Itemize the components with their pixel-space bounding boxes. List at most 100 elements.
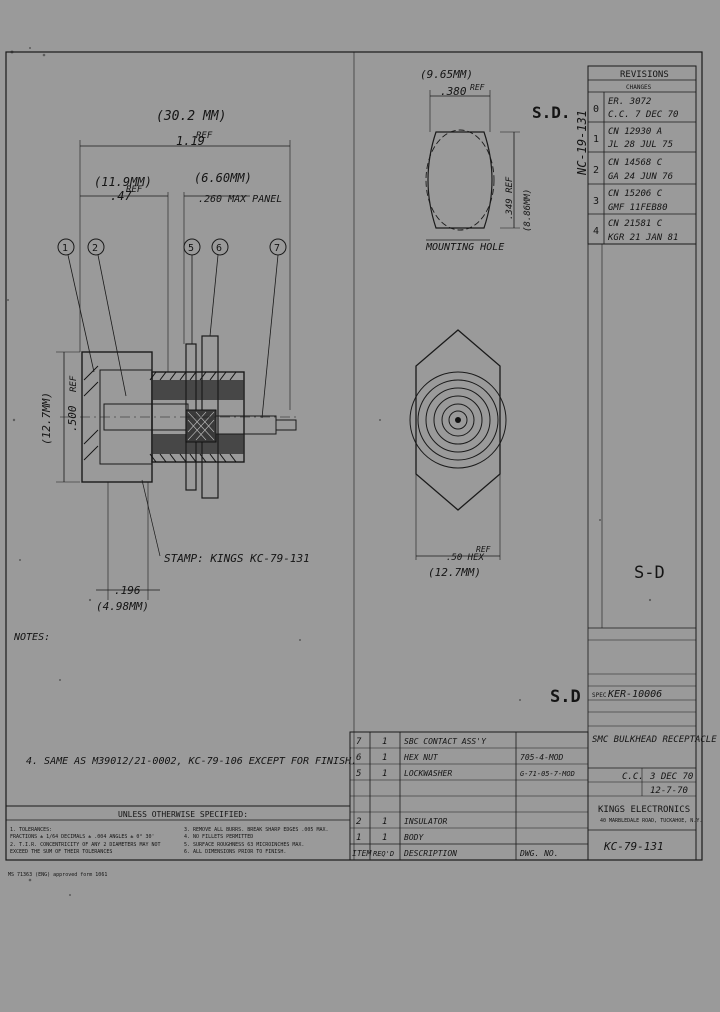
dim-bottom-mm: (4.98MM) [96, 600, 149, 613]
bom-header-qty: REQ'D [373, 850, 394, 858]
bom-qty: 1 [382, 737, 387, 747]
spec-left-line: EXCEED THE SUM OF THEIR TOLERANCES [10, 849, 112, 855]
mounting-hole-label: MOUNTING HOLE [425, 242, 504, 253]
dim-overall-ref: REF [196, 131, 213, 141]
bom-qty: 1 [382, 753, 387, 763]
notes-label: NOTES: [13, 632, 50, 643]
company-name: KINGS ELECTRONICS [598, 805, 690, 815]
balloon-5: 5 [188, 243, 194, 254]
hex-dim-ref: REF [476, 545, 491, 554]
bom-item: 5 [356, 769, 361, 779]
drawn-by: C.C. [622, 772, 644, 782]
rev-sym: 0 [593, 104, 599, 115]
spec-left-line: 1. TOLERANCES: [10, 827, 52, 833]
dim-panel-mm: (6.60MM) [194, 171, 252, 185]
bom-item: 2 [356, 817, 361, 827]
dimension-lines [56, 140, 291, 600]
rev-sym: 1 [593, 134, 599, 145]
bom-dwg: 705-4-MOD [520, 753, 564, 762]
dim-left-ref: REF [126, 185, 143, 195]
bom-item: 7 [356, 737, 362, 747]
hole-dim-in: .380 [440, 85, 467, 98]
bom-qty: 1 [382, 833, 387, 843]
rev-line: KGR 21 JAN 81 [607, 233, 678, 243]
rev-sym: 2 [593, 165, 599, 176]
vertical-note: NC-19-131 [575, 110, 589, 176]
dim-left-in: .47 [110, 189, 132, 203]
bom-desc: INSULATOR [404, 817, 448, 826]
spec-label: SPEC [592, 692, 607, 699]
bom-item: 6 [356, 753, 361, 763]
rev-line: GMF 11FEB80 [608, 203, 668, 213]
item-balloons: 1 2 5 6 7 [57, 238, 287, 419]
hole-dim-mm: (9.65MM) [420, 68, 473, 81]
revisions-title: REVISIONS [620, 70, 669, 80]
rev-line: ER. 3072 [608, 97, 651, 107]
dim-overall-in: 1.19 [176, 134, 205, 148]
rev-line: GA 24 JUN 76 [608, 172, 673, 182]
bom-qty: 1 [382, 769, 387, 779]
hex-dim-mm: (12.7MM) [428, 566, 481, 579]
bom-desc: HEX NUT [403, 753, 439, 762]
scan-speckle [7, 47, 652, 896]
rev-line: CN 12930 A [608, 127, 662, 137]
mounting-hole-view [425, 90, 520, 241]
rev-sym: 3 [593, 196, 599, 207]
dim-height-mm: (12.7MM) [40, 392, 53, 445]
dim-overall-mm: (30.2 MM) [156, 109, 226, 124]
rev-line: JL 28 JUL 75 [607, 140, 673, 150]
drawing-number: KC-79-131 [603, 840, 664, 853]
sd-mark-lower: S.D [550, 687, 581, 707]
hole-dim-ref: REF [470, 83, 485, 92]
bom-qty: 1 [382, 817, 387, 827]
approved-date: 12-7-70 [650, 786, 688, 796]
dim-height-in: .500 [66, 405, 79, 432]
spec-value: KER-10006 [607, 689, 662, 700]
stamp-note: STAMP: KINGS KC-79-131 [164, 552, 310, 565]
hole-flat-mm: (8.86MM) [523, 189, 533, 232]
revisions-header: CHANGES [626, 84, 652, 91]
balloon-2: 2 [92, 243, 98, 254]
bom-desc: SBC CONTACT ASS'Y [404, 737, 487, 746]
rev-line: CN 21581 C [608, 219, 663, 229]
sd-mark-top: S.D. [532, 103, 571, 122]
connector-section-view [60, 335, 300, 499]
drawn-date: 3 DEC 70 [649, 772, 693, 782]
bom-item: 1 [356, 833, 361, 843]
balloon-1: 1 [62, 243, 68, 254]
bom-desc: BODY [404, 833, 424, 842]
spec-box-title: UNLESS OTHERWISE SPECIFIED: [118, 810, 248, 819]
bom-header-item: ITEM [352, 849, 372, 858]
dim-left-mm: (11.9MM) [94, 175, 152, 189]
rev-sym: 4 [593, 226, 599, 237]
sd-mark-right: S-D [634, 563, 665, 583]
spec-right-line: 3. REMOVE ALL BURRS. BREAK SHARP EDGES .… [184, 827, 329, 833]
spec-left-line: FRACTIONS ± 1/64 DECIMALS ± .004 ANGLES … [10, 834, 155, 840]
bom-header-desc: DESCRIPTION [403, 849, 457, 858]
rev-line: C.C. 7 DEC 70 [608, 110, 678, 120]
bill-of-materials [349, 731, 589, 861]
bom-desc: LOCKWASHER [404, 769, 452, 778]
spec-left-line: 2. T.I.R. CONCENTRICITY OF ANY 2 DIAMETE… [10, 842, 161, 848]
footer-form: MS 71363 (ENG) approved form 1061 [8, 872, 107, 878]
spec-right-line: 4. NO FILLETS PERMITTED [184, 834, 253, 840]
hex-end-view [409, 329, 507, 560]
hole-flat-in: .349 REF [505, 176, 515, 220]
company-address: 40 MARBLEDALE ROAD, TUCKAHOE, N.Y. [600, 818, 702, 824]
part-name: SMC BULKHEAD RECEPTACLE [592, 735, 717, 745]
spec-right-line: 5. SURFACE ROUGHNESS 63 MICROINCHES MAX. [184, 842, 304, 848]
revisions-block [587, 65, 697, 245]
bom-dwg: G-71-05-7-MOD [520, 770, 575, 778]
dim-height-ref: REF [69, 375, 79, 392]
note-4: 4. SAME AS M39012/21-0002, KC-79-106 EXC… [26, 756, 357, 767]
hex-dim-in: .50 HEX [446, 553, 485, 563]
tolerance-spec-box [5, 805, 351, 861]
right-column-frame [587, 244, 697, 860]
rev-line: CN 14568 C [608, 158, 663, 168]
spec-right-line: 6. ALL DIMENSIONS PRIOR TO FINISH. [184, 849, 286, 855]
bom-header-dwg: DWG. NO. [519, 849, 559, 858]
dim-bottom-in: .196 [114, 584, 141, 597]
dim-panel-in: .260 MAX PANEL [198, 194, 282, 205]
rev-line: CN 15206 C [608, 189, 663, 199]
